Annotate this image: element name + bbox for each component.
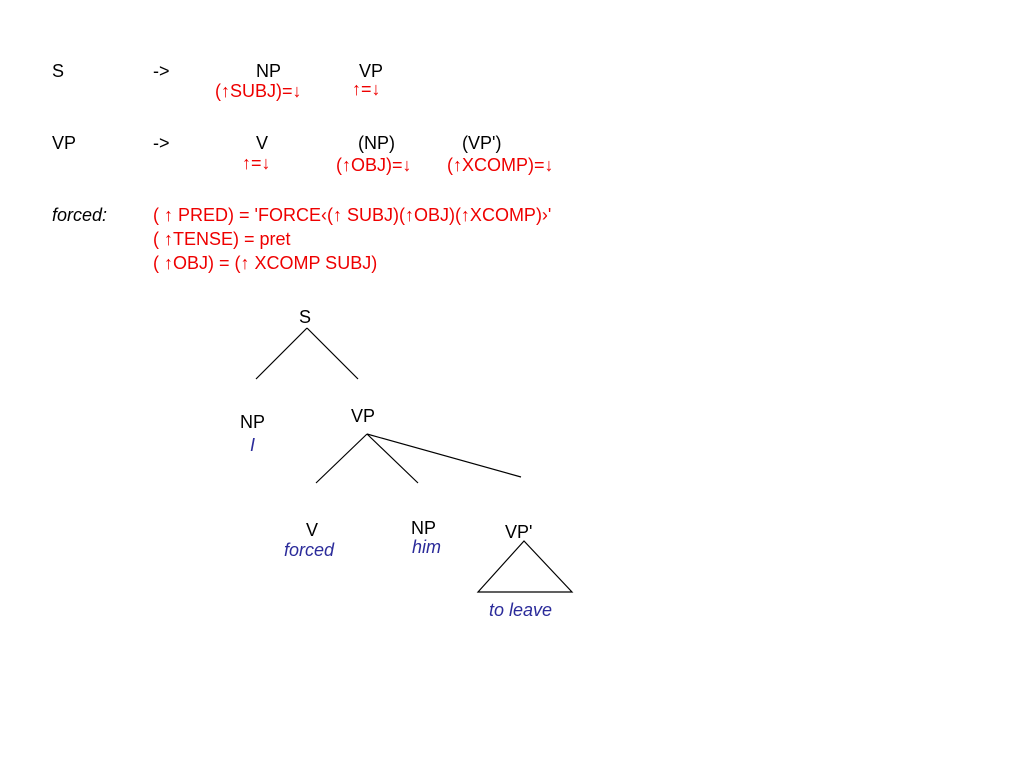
vp-rule-vpprime: (VP') bbox=[462, 133, 502, 153]
s-rule-np: NP bbox=[256, 61, 282, 81]
vp-rule-head-annotation: ↑=↓ bbox=[242, 153, 271, 173]
tree-word-i: I bbox=[250, 435, 256, 455]
lexical-entry-word: forced: bbox=[52, 205, 108, 225]
edge-s-vp bbox=[306, 327, 359, 380]
edge-vp-np bbox=[366, 433, 419, 484]
vp-rule-arrow: -> bbox=[153, 133, 170, 153]
vp-rule-xcomp-annotation: (↑XCOMP)=↓ bbox=[447, 155, 554, 175]
tree-node-np2: NP bbox=[411, 518, 437, 538]
edge-s-np bbox=[255, 327, 308, 380]
vpprime-triangle bbox=[476, 540, 574, 593]
vp-rule-np: (NP) bbox=[358, 133, 395, 153]
s-rule-vp: VP bbox=[359, 61, 384, 81]
s-rule-head-annotation: ↑=↓ bbox=[352, 79, 381, 99]
tree-word-forced: forced bbox=[284, 540, 335, 560]
s-rule-lhs: S bbox=[52, 61, 65, 81]
tree-node-v: V bbox=[306, 520, 319, 540]
s-rule-arrow: -> bbox=[153, 61, 170, 81]
tree-word-him: him bbox=[412, 537, 442, 557]
edge-vp-vpprime bbox=[366, 433, 522, 478]
tree-node-np: NP bbox=[240, 412, 266, 432]
s-rule-subj-annotation: (↑SUBJ)=↓ bbox=[215, 81, 302, 101]
tree-node-vp: VP bbox=[351, 406, 376, 426]
tree-word-to-leave: to leave bbox=[489, 600, 553, 620]
lexical-entry-pred: ( ↑ PRED) = 'FORCE‹(↑ SUBJ)(↑OBJ)(↑XCOMP… bbox=[153, 205, 552, 225]
edge-vp-v bbox=[315, 433, 368, 484]
lexical-entry-control: ( ↑OBJ) = (↑ XCOMP SUBJ) bbox=[153, 253, 378, 273]
lexical-entry-tense: ( ↑TENSE) = pret bbox=[153, 229, 291, 249]
vp-rule-v: V bbox=[256, 133, 269, 153]
vp-rule-obj-annotation: (↑OBJ)=↓ bbox=[336, 155, 412, 175]
tree-node-vpprime: VP' bbox=[505, 522, 533, 542]
tree-node-s: S bbox=[299, 307, 312, 327]
vp-rule-lhs: VP bbox=[52, 133, 77, 153]
